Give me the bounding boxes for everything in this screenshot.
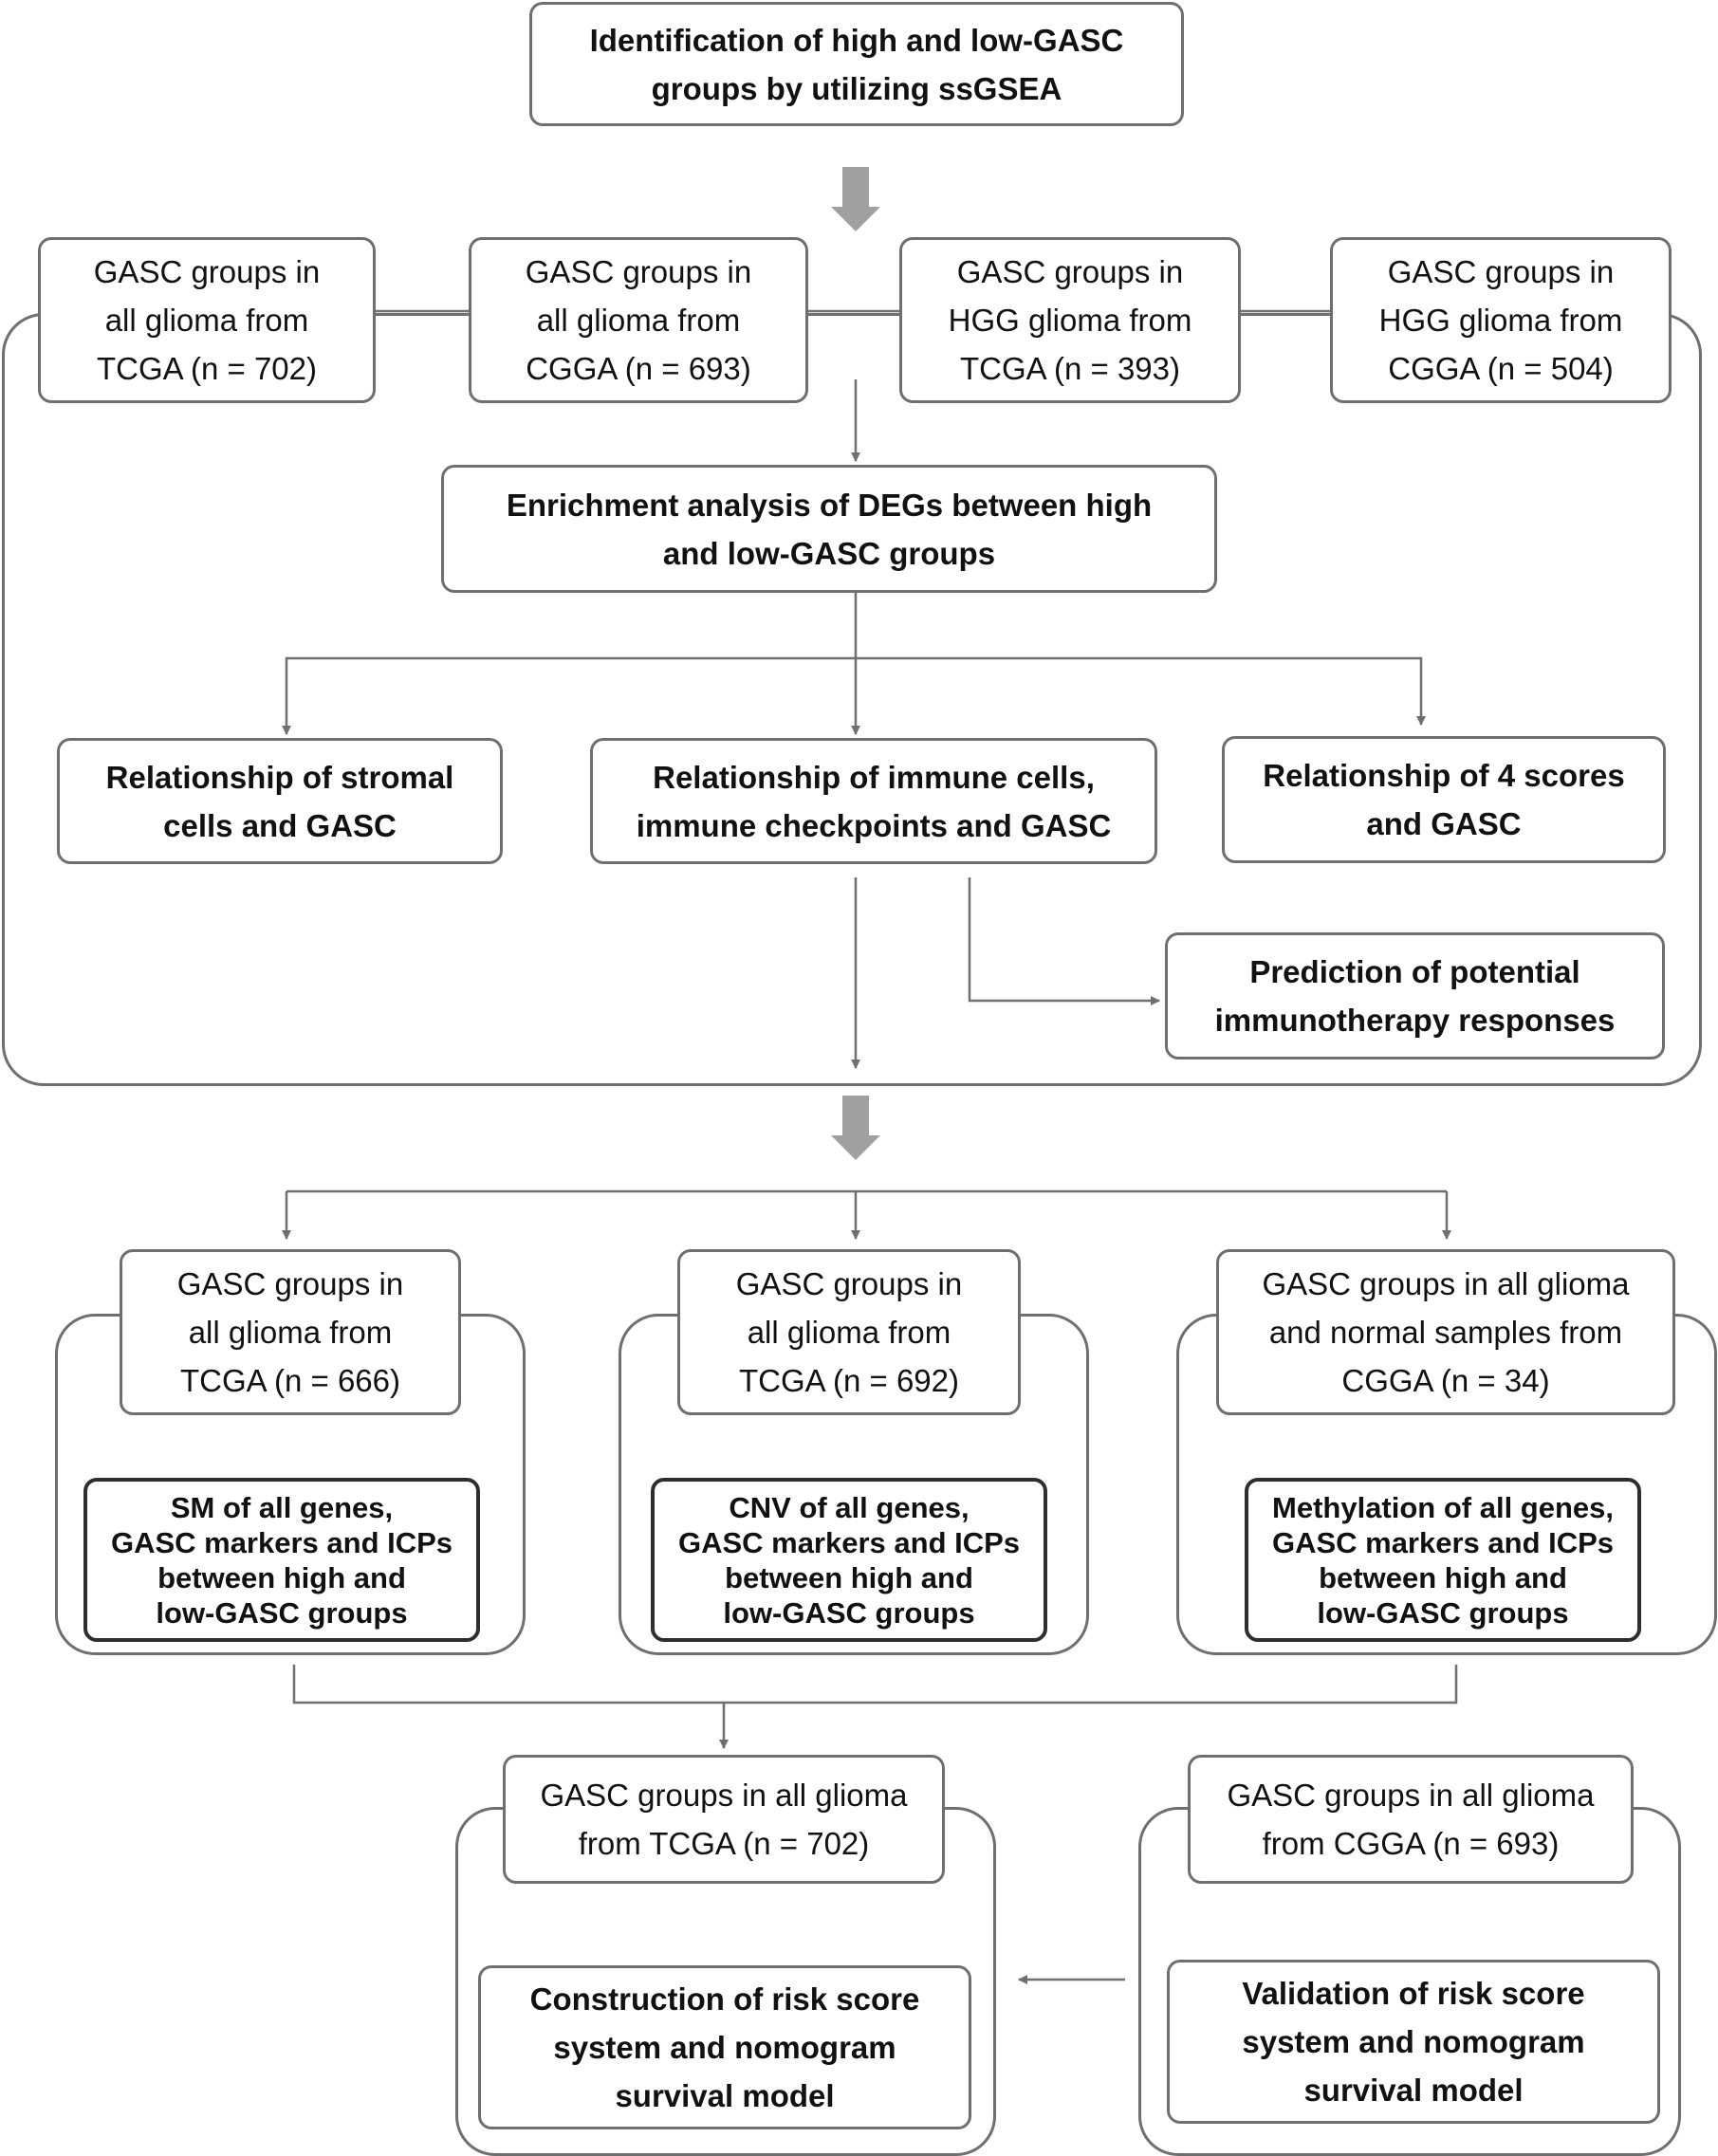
scores-relationship-box: Relationship of 4 scores and GASC — [1222, 736, 1666, 863]
immunotherapy-prediction-box: Prediction of potential immunotherapy re… — [1165, 932, 1665, 1060]
cohort-hgg-tcga-393-box: GASC groups in HGG glioma from TCGA (n =… — [899, 237, 1241, 403]
cohort-cgga-34-box: GASC groups in all glioma and normal sam… — [1216, 1249, 1675, 1415]
cnv-analysis-box: CNV of all genes, GASC markers and ICPs … — [651, 1478, 1047, 1642]
risk-score-construction-box: Construction of risk score system and no… — [478, 1965, 971, 2129]
methylation-analysis-box: Methylation of all genes, GASC markers a… — [1245, 1478, 1641, 1642]
arrow-to-stromal — [282, 656, 856, 735]
cohort-cgga-693-box: GASC groups in all glioma from CGGA (n =… — [469, 237, 808, 403]
immune-relationship-box: Relationship of immune cells, immune che… — [590, 738, 1157, 864]
cohort-tcga-702-box: GASC groups in all glioma from TCGA (n =… — [38, 237, 376, 403]
big-down-arrow-middle — [831, 1096, 880, 1160]
model-cohort-tcga-702-box: GASC groups in all glioma from TCGA (n =… — [503, 1755, 945, 1884]
sm-analysis-box: SM of all genes, GASC markers and ICPs b… — [83, 1478, 480, 1642]
big-down-arrow-top — [831, 167, 880, 231]
merge-line — [292, 1665, 1458, 1705]
cohort-tcga-692-box: GASC groups in all glioma from TCGA (n =… — [677, 1249, 1021, 1415]
enrichment-analysis-box: Enrichment analysis of DEGs between high… — [441, 465, 1217, 593]
cohort-tcga-666-box: GASC groups in all glioma from TCGA (n =… — [120, 1249, 461, 1415]
model-cohort-cgga-693-box: GASC groups in all glioma from CGGA (n =… — [1188, 1755, 1634, 1884]
arrow-to-prediction — [968, 877, 1160, 1005]
arrow-to-scores — [856, 656, 1426, 726]
cohort-hgg-cgga-504-box: GASC groups in HGG glioma from CGGA (n =… — [1330, 237, 1672, 403]
risk-score-validation-box: Validation of risk score system and nomo… — [1167, 1960, 1660, 2124]
ssgsea-identification-box: Identification of high and low-GASC grou… — [529, 2, 1184, 126]
upper-analysis-frame — [2, 313, 1702, 1086]
stromal-relationship-box: Relationship of stromal cells and GASC — [57, 738, 503, 864]
